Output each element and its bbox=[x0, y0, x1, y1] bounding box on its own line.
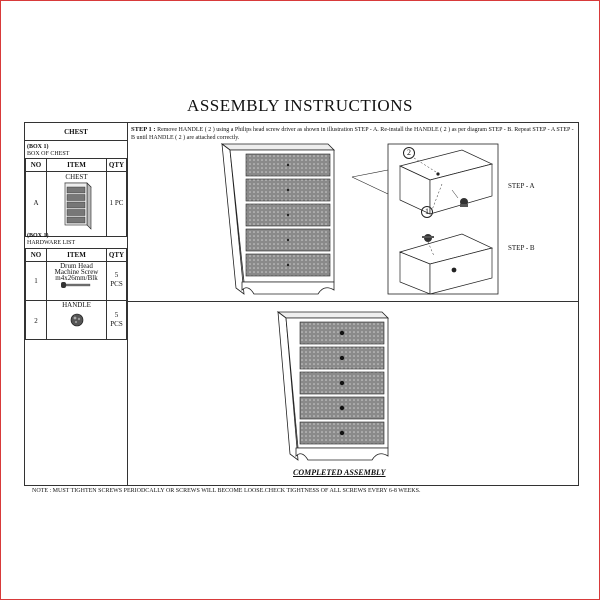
hw-col-no-header: NO bbox=[30, 251, 42, 259]
col-no-header: NO bbox=[30, 161, 42, 169]
step-a-label: STEP - A bbox=[508, 182, 535, 190]
callout-2: 2 bbox=[403, 147, 415, 159]
hw-row-1-caption: Drum Head Machine Screw m4x26mm/Blk bbox=[54, 262, 99, 282]
row-a-qty: 1 PC bbox=[109, 199, 124, 207]
hw-row-1-unit: PCS bbox=[110, 280, 123, 288]
box1-desc: BOX OF CHEST bbox=[27, 151, 70, 157]
hw-row-1-no: 1 bbox=[34, 277, 38, 285]
maintenance-note: NOTE : MUST TIGHTEN SCREWS PERIODCALLY O… bbox=[32, 488, 421, 494]
box1-label: (BOX 1) bbox=[27, 144, 49, 150]
chest-thumbnail-icon bbox=[64, 182, 92, 230]
row-a-no: A bbox=[33, 199, 39, 207]
drawer-detail-illustration bbox=[351, 143, 499, 295]
page-title: ASSEMBLY INSTRUCTIONS bbox=[187, 96, 413, 115]
product-name: CHEST bbox=[64, 128, 88, 136]
hw-col-qty-header: QTY bbox=[108, 251, 125, 259]
step1-label: STEP 1 : bbox=[131, 126, 156, 133]
hw-row-2-qty: 5 bbox=[114, 311, 119, 319]
hw-row-2-caption: HANDLE bbox=[62, 301, 91, 309]
callout-1: 1 bbox=[421, 206, 433, 218]
hw-row-2-no: 2 bbox=[34, 317, 38, 325]
machine-screw-icon bbox=[61, 282, 91, 288]
hw-col-item-header: ITEM bbox=[67, 251, 86, 259]
hw-row-2-qty-cell bbox=[106, 300, 127, 340]
step1-text: Remove HANDLE ( 2 ) using a Philips head… bbox=[131, 127, 574, 141]
parts-column: CHEST (BOX 1) BOX OF CHEST NO ITEM QTY A… bbox=[25, 123, 128, 485]
col-item-header: ITEM bbox=[67, 161, 86, 169]
step-b-label: STEP - B bbox=[508, 244, 535, 252]
step1-instructions: STEP 1 : Remove HANDLE ( 2 ) using a Phi… bbox=[131, 126, 576, 142]
divider bbox=[25, 140, 127, 141]
row-a-qty-cell bbox=[106, 171, 127, 237]
handle-knob-icon bbox=[70, 313, 84, 327]
completed-chest-illustration bbox=[276, 311, 389, 461]
instruction-sheet: CHEST (BOX 1) BOX OF CHEST NO ITEM QTY A… bbox=[24, 122, 579, 486]
section-divider bbox=[127, 301, 578, 302]
hw-row-2-unit: PCS bbox=[110, 320, 123, 328]
col-qty-header: QTY bbox=[108, 161, 125, 169]
chest-illustration-icon bbox=[220, 143, 335, 295]
completed-assembly-label: COMPLETED ASSEMBLY bbox=[293, 468, 386, 477]
row-a-caption: CHEST bbox=[65, 173, 88, 181]
hardware-box-label: (BOX 1) bbox=[27, 233, 49, 239]
hardware-list-label: HARDWARE LIST bbox=[27, 240, 76, 246]
hw-row-1-qty: 5 bbox=[114, 271, 119, 279]
